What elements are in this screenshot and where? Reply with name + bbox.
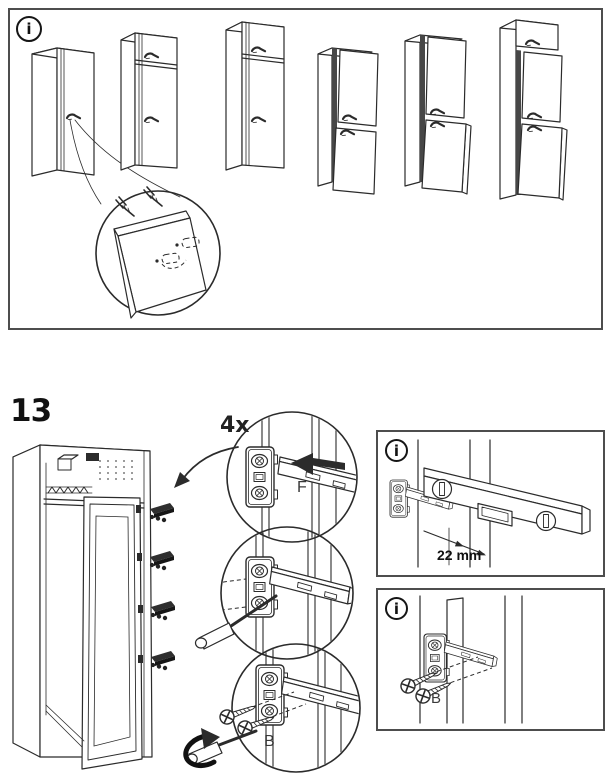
info-icon: i bbox=[16, 16, 42, 42]
screw-b-icon bbox=[217, 699, 259, 727]
callout-arrow bbox=[174, 446, 239, 488]
info-icon: i bbox=[385, 597, 408, 620]
dimension-arrow bbox=[423, 530, 486, 556]
part-label-f: F bbox=[297, 479, 307, 496]
handle-position-dashed bbox=[155, 236, 200, 269]
detail-panel-screws: i B bbox=[376, 588, 605, 731]
info-glyph: i bbox=[393, 599, 400, 618]
step-number: 13 bbox=[10, 393, 52, 429]
info-icon: i bbox=[385, 439, 408, 462]
bracket-part bbox=[150, 601, 175, 621]
quantity-label: 4x bbox=[220, 413, 250, 438]
bracket-part bbox=[149, 503, 174, 523]
door-variants-illustration bbox=[31, 19, 568, 319]
magnifier-leader bbox=[69, 119, 102, 205]
screw-icon bbox=[115, 196, 135, 217]
cabinet-doors-ajar bbox=[317, 47, 379, 195]
cabinet-tall-top-box bbox=[225, 21, 285, 171]
door-detail-magnifier bbox=[95, 186, 221, 319]
assembly-step-illustration bbox=[12, 411, 361, 773]
info-glyph: i bbox=[26, 20, 32, 38]
screwdriver-icon bbox=[194, 594, 278, 650]
part-label-b: B bbox=[264, 733, 275, 750]
cabinet-top-box bbox=[120, 32, 178, 171]
door-variants-info-panel: i bbox=[8, 8, 603, 330]
rail-part-large bbox=[423, 467, 591, 535]
info-glyph: i bbox=[393, 441, 400, 460]
bracket-measure-illustration bbox=[389, 439, 591, 568]
detail-panel-22mm: i bbox=[376, 430, 605, 577]
cabinet-bottom-door-open bbox=[404, 34, 472, 195]
measurement-label: 22 mm bbox=[437, 547, 482, 563]
screwdriver-turn-icon bbox=[183, 728, 258, 769]
bracket-part bbox=[150, 651, 175, 671]
cabinet-top-box-doors-open bbox=[499, 19, 568, 201]
cabinet-open-door bbox=[12, 444, 153, 770]
detail-circle-screwdriver bbox=[194, 526, 354, 660]
open-door bbox=[81, 496, 143, 770]
detail-circle-slide-rail bbox=[226, 411, 358, 543]
part-label-b: B bbox=[431, 690, 442, 707]
cabinet-single-door bbox=[31, 47, 95, 177]
bracket-part bbox=[149, 551, 174, 571]
slide-direction-arrow bbox=[291, 453, 345, 475]
detail-circle-screws bbox=[183, 643, 361, 773]
bracket-screws-illustration bbox=[397, 595, 523, 724]
screw-icon bbox=[143, 186, 163, 207]
